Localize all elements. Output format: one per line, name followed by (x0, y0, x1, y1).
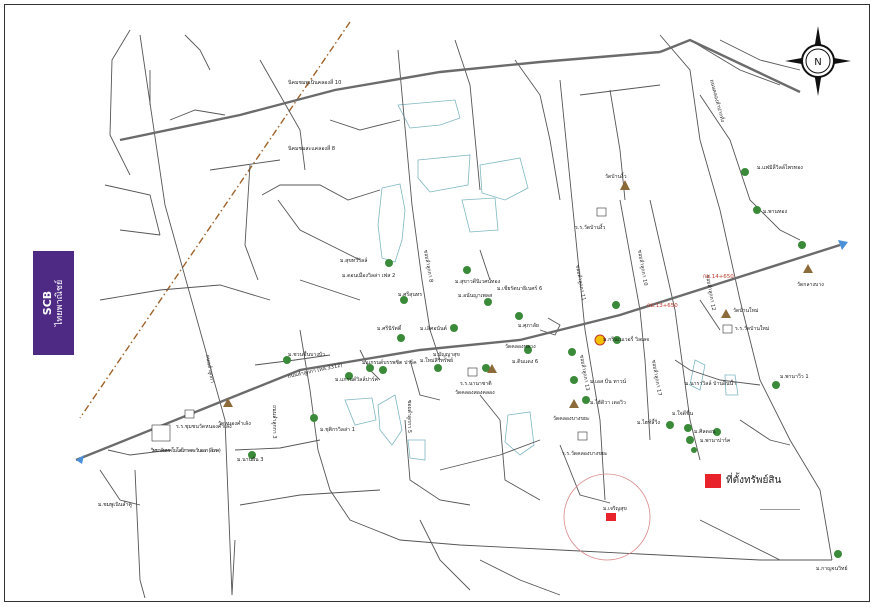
label-wat-nongkhamleng: วัดหนองคำเล้ง (218, 420, 251, 427)
label-wat-bangkhaya: วัดคลองบางขยะ (553, 415, 590, 422)
label-hidiva: ม.ไฮ้ดิวา เดอวิว (590, 398, 626, 406)
label-km-13: กม.13+650 (647, 303, 678, 309)
landmark-symbols (151, 168, 842, 558)
label-grandville: ม.แกรนด์วิลล์ปาร์ค (335, 376, 379, 383)
label-chiarat-6: ม.เชียรัตนาธิเบศร์ 6 (497, 285, 542, 292)
label-sukhawadee: ม.สุขาวดีนิเวศน์ทอง (455, 278, 501, 285)
label-lertanan: ม.เลิศอนันต์ (420, 325, 447, 332)
label-soi-5: ซอยลำลูกกา 5 (406, 400, 413, 433)
label-wat-ban-ngio: วัดบ้านงิ้ว (605, 172, 627, 180)
label-sbintown: ม.เอส บีน ทาวน์ (590, 378, 627, 385)
label-sildon: ม.ศิลดอน (694, 428, 716, 435)
label-nikhom-8: นิคมชมสะแคลองสี่ 8 (288, 145, 335, 152)
label-grand-banphachit: ม.แกรนด์บรรพชิต ปาร์ค (362, 359, 417, 366)
label-chuanchuen: ม.ชวนชื่นบางบัว (288, 351, 325, 358)
north-compass-icon: N (785, 26, 851, 96)
label-greennever: ม.กรีนเนเวอรี่ วิลเลจ (603, 336, 649, 343)
legend-label: ที่ตั้งทรัพย์สิน (726, 475, 782, 486)
label-supalai: ม.ศุภาลัย (518, 322, 539, 329)
legend-divider (760, 509, 800, 510)
temple-icon (223, 180, 813, 408)
road-network (99, 29, 833, 599)
label-wat-khlong-luang: วัดคลองหลวง (505, 343, 536, 350)
shell-station-icon (594, 334, 606, 346)
label-chutikorn: ม.ชุติกรวิลล่า 1 (320, 426, 355, 433)
label-sirinirat: ม.ศรีนิรัตติ์ (377, 324, 403, 332)
label-road-lamlukka-3: ถนนลำลูกกา 3 (271, 405, 278, 439)
school-icon (151, 207, 733, 442)
label-chomphunoen: ม.ชมพูเนินลำคู (98, 501, 132, 508)
label-soi-17: ซอยลำลูกกา 17 (650, 359, 663, 396)
label-school-bangkhaya: ร.ร.วัดคลองบางขยะ (562, 450, 608, 457)
label-donmueang: ม.ดอนเมืองวิลล่า เฟส 2 (342, 272, 395, 279)
label-phanapark: ม.พานาปาร์ค (700, 437, 731, 444)
legend-color-swatch (705, 474, 721, 488)
highway-network (75, 38, 841, 462)
label-family-ville: ม.แฟมิลี่วิลล์ไพรทอง (757, 163, 803, 171)
label-srisunthon: ม.ศรีสุนทร (398, 291, 422, 298)
arrow-west-icon (76, 455, 84, 464)
label-phanawiew: ม.พานาวีว 1 (780, 373, 809, 380)
map-labels: นิคมชมพูเนินคลองสี่ 10 นิคมชมสะแคลองสี่ … (98, 79, 848, 572)
label-dindaeng-6: ม.ดินแดง 6 (512, 358, 538, 365)
north-label: N (814, 57, 821, 68)
label-intl-school: ร.ร.นานาชาติ (460, 380, 492, 387)
scb-brand-panel: SCB ไทยพาณิชย์ (33, 251, 74, 355)
label-wat-klang-bang: วัดกลางบาง (797, 281, 824, 288)
label-km-14: กม.14+650 (703, 274, 734, 280)
label-soi-13: ซอยลำลูกกา 13 (578, 354, 591, 391)
target-radius-circle (563, 473, 651, 561)
label-suktawee: ม.สุขทวีวิลล์ (340, 257, 367, 264)
label-banyasuk: ม.บัญญาสุข (433, 351, 460, 358)
arrow-east-icon (838, 240, 848, 250)
label-jaidee: ม.ใจดีชื่น (672, 410, 694, 417)
label-school-ban-mai: ร.ร.วัดบ้านใหม่ (735, 325, 769, 332)
label-etech-college: วิทยาลัยเทคโนโลยีภาคตะวันออก (อีเทค) (151, 447, 221, 454)
label-nikhom-10: นิคมชมพูเนินคลองสี่ 10 (288, 79, 341, 86)
label-school-nongkhamleng: ร.ร.ชุมชนวัดหนองคำเล้ง (176, 423, 232, 430)
label-school-ban-ngio: ร.ร.วัดบ้านงิ้ว (575, 223, 605, 231)
label-hightliving: ม.ไฮท์ลี้วิ่ง (637, 418, 660, 426)
water-features (344, 99, 739, 461)
label-naraville: ม.นาราวิลล์ บ้านอินน้ำ (685, 379, 736, 387)
tree-icon (248, 168, 842, 558)
map-frame (4, 4, 870, 602)
label-wat-song-khlong: วัดคลองสองคลอง (455, 389, 495, 396)
label-charoensuk: ม.เจริญสุข (603, 505, 627, 512)
label-ananya: ม.อนันญาเพลส (458, 292, 493, 299)
label-phanthong: ม.พานทอง (763, 209, 787, 215)
label-mai-sirisap: ม.ใหม่สิริทรัพย์ (420, 357, 453, 364)
label-soi-10: ซอยลำลูกกา 10 (636, 249, 649, 286)
label-nanfan-3: ม.นานฝั่น 3 (237, 456, 264, 463)
label-khlong-pakthang: ถนนคลองลำปากทั่ง (708, 79, 726, 124)
label-wat-ban-mai: วัดบ้านใหม่ (733, 307, 758, 314)
label-soi-11: ซอยลำลูกกา 11 (574, 264, 587, 301)
label-kanchanawit: ม.กาญจนวิทย์ (816, 565, 848, 572)
property-location-marker[interactable] (606, 513, 616, 521)
label-road-lamlukka: ถนนลำลูกกา (204, 354, 216, 384)
label-soi-8: ซอยลำลูกกา 8 (422, 249, 435, 283)
